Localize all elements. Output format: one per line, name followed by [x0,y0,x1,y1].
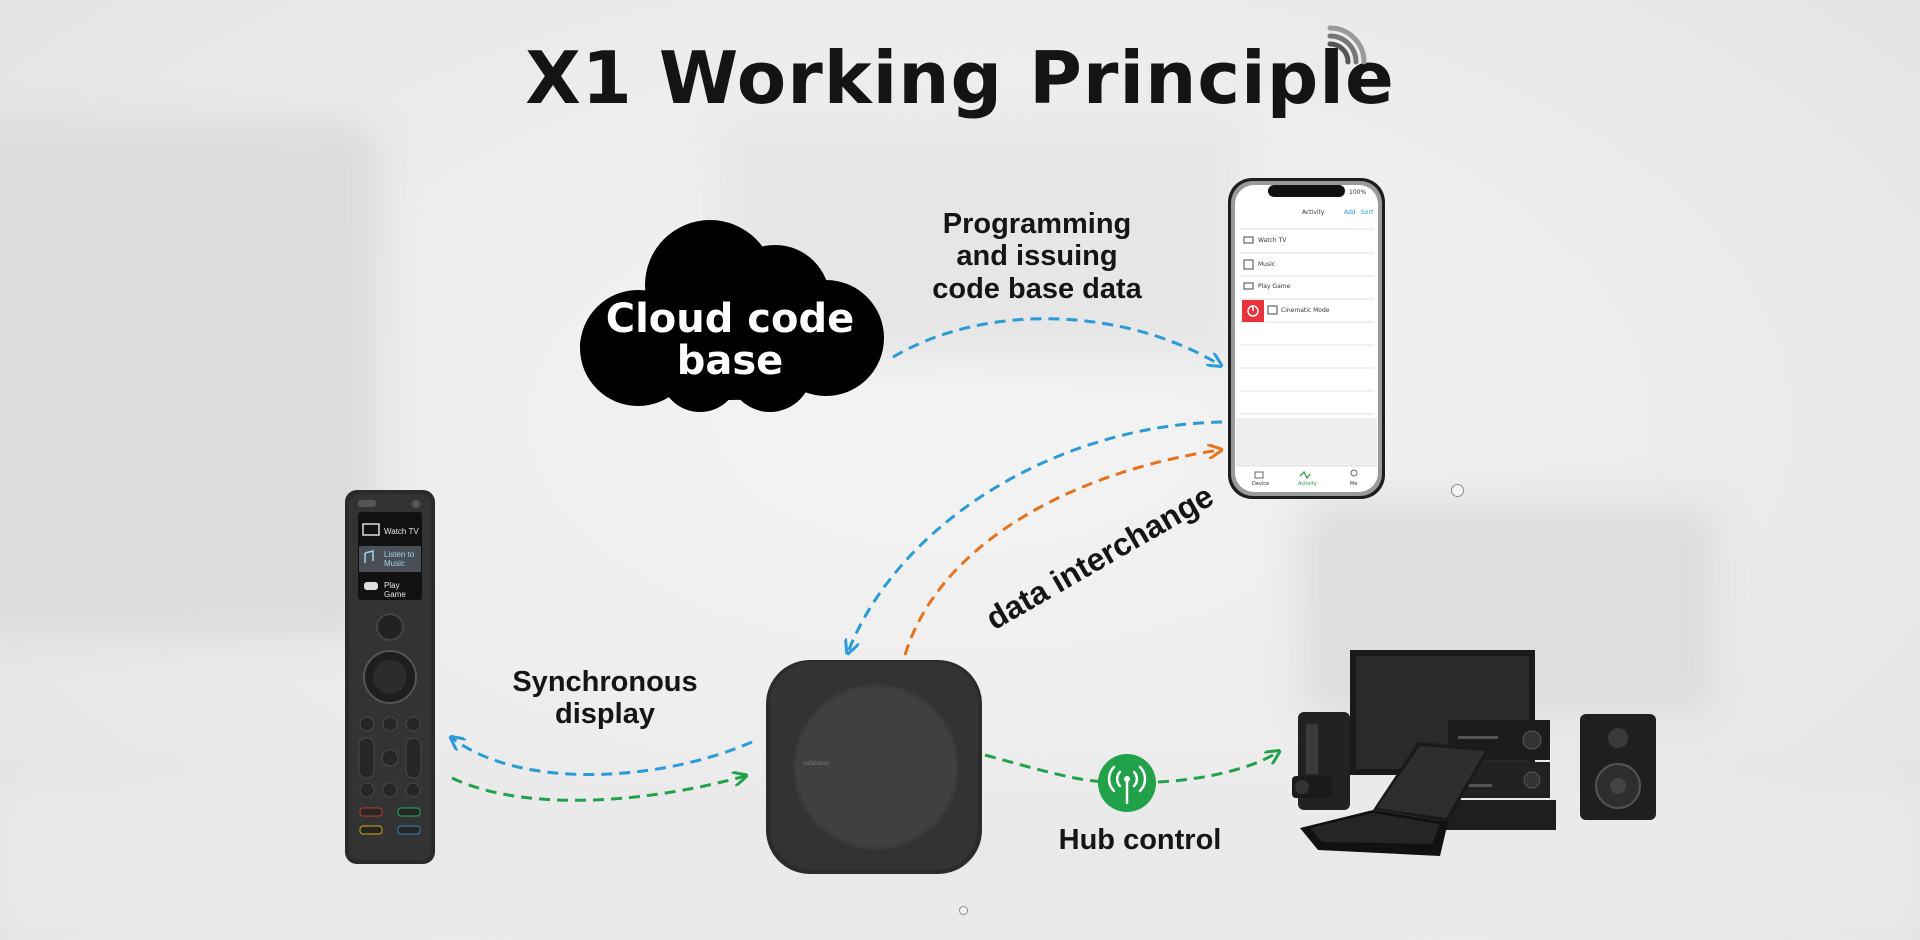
synchronous-line1: Synchronous [512,666,698,698]
programming-line3: code base data [932,272,1142,305]
cloud-label-line2: base [676,338,784,384]
phone-row-cinematic-mode[interactable]: Cinematic Mode [1281,307,1330,314]
arrow-hub-to-remote [452,738,753,776]
background-sofa-shape [0,120,380,640]
remote-item-play-game[interactable]: Play Game [384,581,406,599]
laptop [1300,742,1490,856]
cloud-label-line1: Cloud code [605,296,855,342]
phone-header-title: Activity [1302,209,1325,216]
right-speaker [1580,714,1656,820]
programming-label: Programming and issuing code base data [902,208,1172,305]
synchronous-line2: display [555,698,655,731]
arrow-phone-to-hub [848,420,1223,652]
decorative-dot [959,906,968,915]
phone-battery: 100% [1349,189,1367,196]
arrow-hub-control-out [1157,752,1278,784]
hub-brand: sofabaton [803,761,830,767]
phone-tab-device[interactable]: Device [1252,481,1270,487]
phone-row-music[interactable]: Music [1258,261,1276,268]
phone-tab-me[interactable]: Me [1350,481,1358,487]
phone-header-add[interactable]: Add [1344,209,1356,216]
camera [1292,776,1332,798]
phone-row-play-game[interactable]: Play Game [1258,283,1291,290]
cloud-label: Cloud code base [585,298,875,382]
phone-header-sort[interactable]: Sort [1361,209,1374,216]
remote-item-listen-music[interactable]: Listen to Music [384,550,415,568]
arrow-hub-to-phone [903,450,1220,656]
decorative-dot [1451,484,1464,497]
arrow-remote-to-hub [451,776,745,802]
page-title: X1 Working Principle [525,36,1395,120]
programming-line2: and issuing [956,240,1118,273]
phone-row-watch-tv[interactable]: Watch TV [1258,237,1287,244]
remote-item-watch-tv[interactable]: Watch TV [384,527,419,536]
arrow-cloud-to-phone [892,317,1220,365]
phone-tab-activity[interactable]: Activity [1298,481,1317,487]
synchronous-label: Synchronous display [490,666,720,731]
hub-control-label: Hub control [1058,824,1222,856]
programming-line1: Programming [942,208,1132,240]
